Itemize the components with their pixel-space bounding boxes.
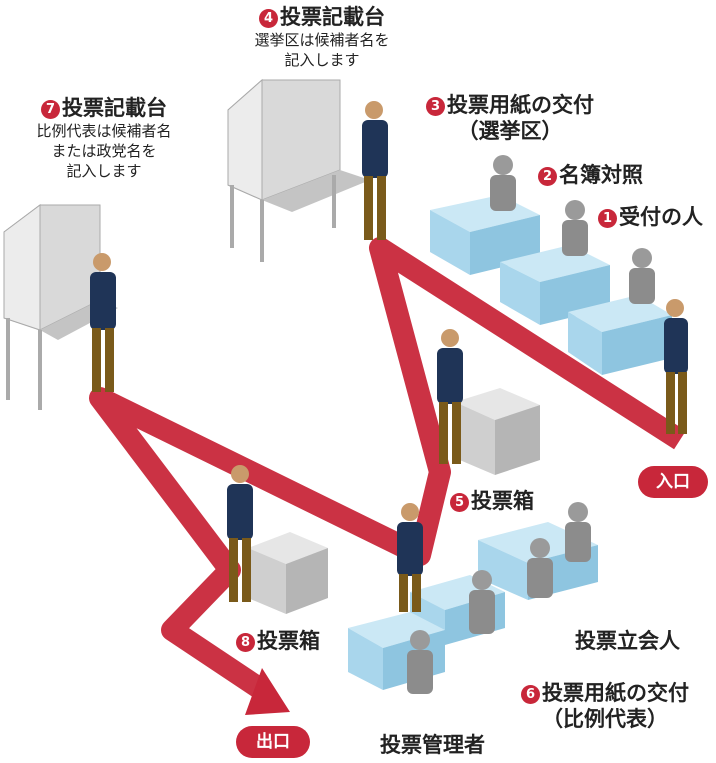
booth-district-desc-1: 選挙区は候補者名を bbox=[254, 31, 390, 49]
step-6-badge: 6 bbox=[521, 685, 540, 704]
witness-title: 投票立会人 bbox=[575, 629, 680, 653]
booth-pr-title: 投票記載台 bbox=[62, 96, 167, 120]
voter-pr-desk bbox=[397, 503, 423, 612]
step-1-badge: 1 bbox=[598, 209, 617, 228]
step-5-badge: 5 bbox=[450, 493, 469, 512]
voter-booth-pr bbox=[90, 253, 116, 392]
entrance-badge: 入口 bbox=[638, 466, 708, 498]
box-district-title: 投票箱 bbox=[471, 489, 534, 513]
step-2-badge: 2 bbox=[538, 167, 557, 186]
step-8-badge: 8 bbox=[236, 633, 255, 652]
voter-booth-district bbox=[362, 101, 388, 240]
ballot-pr-title: 投票用紙の交付 bbox=[542, 681, 689, 705]
step-3-badge: 3 bbox=[426, 97, 445, 116]
booth-pr-desc-1: 比例代表は候補者名 bbox=[36, 122, 172, 140]
label-witness: 投票立会人 bbox=[575, 628, 680, 654]
voters bbox=[90, 101, 688, 612]
manager-title: 投票管理者 bbox=[380, 733, 485, 757]
roster-check-title: 名簿対照 bbox=[559, 163, 643, 187]
exit-badge: 出口 bbox=[236, 726, 310, 758]
booth-pr-desc-2: または政党名を bbox=[51, 142, 157, 160]
booth-district bbox=[227, 78, 370, 262]
exit-arrow-icon bbox=[245, 668, 290, 715]
voter-path bbox=[89, 237, 686, 715]
reception-desks bbox=[430, 155, 672, 375]
box-pr-title: 投票箱 bbox=[257, 629, 320, 653]
reception-title: 受付の人 bbox=[619, 205, 703, 229]
booth-district-desc-2: 記入します bbox=[284, 51, 360, 69]
step-7-badge: 7 bbox=[41, 100, 60, 119]
ballot-box-pr bbox=[248, 532, 328, 614]
voter-entrance bbox=[664, 299, 688, 434]
ballot-district-paren: （選挙区） bbox=[457, 119, 563, 143]
voter-box-pr bbox=[227, 465, 253, 602]
voter-box-district bbox=[437, 329, 463, 464]
witness-desks bbox=[478, 502, 598, 600]
booth-pr-desc-3: 記入します bbox=[66, 162, 142, 180]
booth-district-title: 投票記載台 bbox=[280, 5, 385, 29]
pr-ballot-desks bbox=[348, 570, 505, 694]
ballot-district-title: 投票用紙の交付 bbox=[447, 93, 594, 117]
ballot-pr-paren: （比例代表） bbox=[542, 707, 668, 731]
step-4-badge: 4 bbox=[259, 9, 278, 28]
label-manager: 投票管理者 bbox=[380, 732, 485, 758]
ballot-box-district bbox=[455, 388, 540, 475]
